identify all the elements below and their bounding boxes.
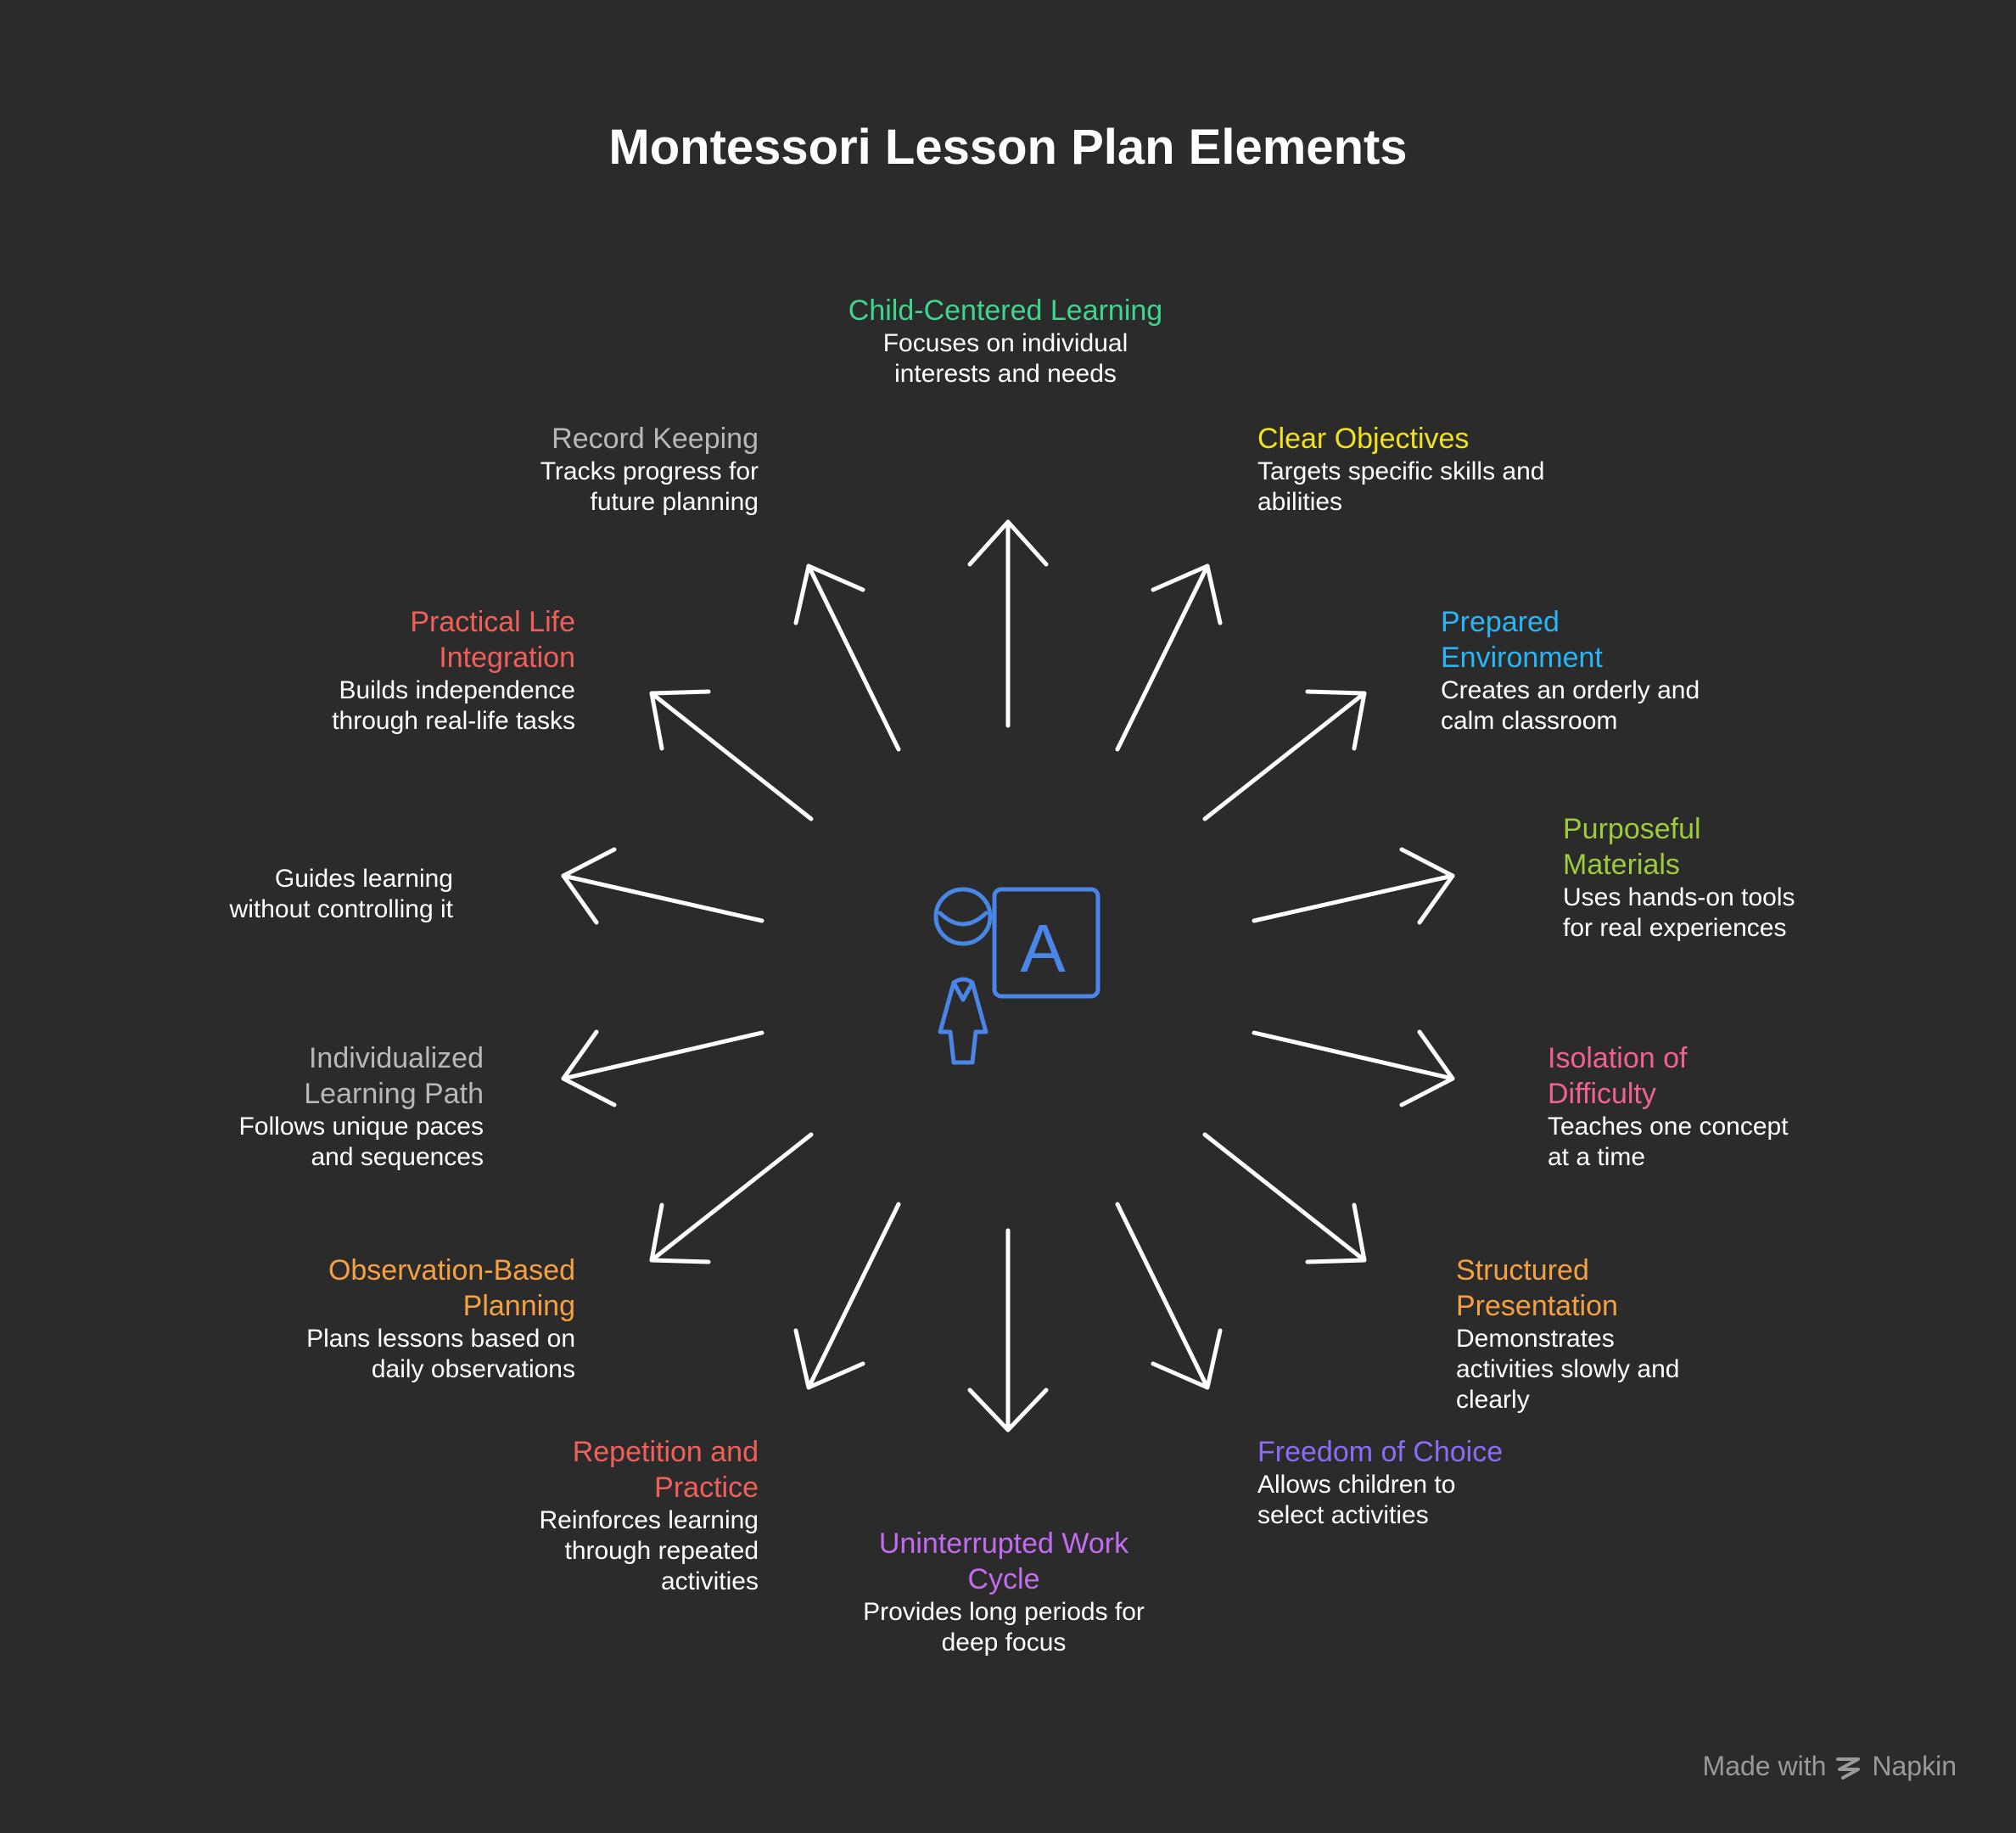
- element-description: Creates an orderly and calm classroom: [1441, 676, 1700, 735]
- label-freedom-of-choice: Freedom of Choice Allows children to sel…: [1257, 1434, 1529, 1531]
- element-description: Plans lessons based on daily observation…: [306, 1325, 575, 1383]
- arrow-freedom-of-choice: [1115, 1202, 1223, 1390]
- arrow-guides-learning: [561, 847, 764, 925]
- element-description: Teaches one concept at a time: [1548, 1113, 1789, 1171]
- element-description: Follows unique paces and sequences: [238, 1113, 484, 1171]
- watermark-prefix: Made with: [1702, 1751, 1827, 1781]
- element-title: Structured Presentation: [1456, 1254, 1618, 1322]
- element-description: Reinforces learning through repeated act…: [539, 1506, 759, 1595]
- element-title: Child-Centered Learning: [848, 294, 1163, 327]
- label-structured-presentation: Structured Presentation Demonstrates act…: [1456, 1253, 1711, 1415]
- collar-icon: [951, 980, 975, 1002]
- board-icon: [992, 887, 1100, 999]
- arrow-repetition-and-practice: [793, 1202, 901, 1390]
- napkin-logo-icon: [1836, 1757, 1861, 1780]
- element-title: Repetition and Practice: [572, 1436, 759, 1504]
- element-description: Targets specific skills and abilities: [1257, 457, 1545, 516]
- element-title: Freedom of Choice: [1257, 1436, 1504, 1468]
- element-description: Builds independence through real-life ta…: [332, 676, 575, 735]
- element-title: Record Keeping: [552, 423, 759, 455]
- element-description: Focuses on individual interests and need…: [882, 329, 1128, 388]
- arrow-purposeful-materials: [1252, 847, 1455, 925]
- board-letter: A: [1020, 911, 1066, 986]
- label-child-centered-learning: Child-Centered Learning Focuses on indiv…: [844, 293, 1167, 390]
- label-record-keeping: Record Keeping Tracks progress for futur…: [504, 421, 759, 518]
- element-title: Clear Objectives: [1257, 423, 1470, 455]
- element-description: Uses hands-on tools for real experiences: [1563, 883, 1795, 942]
- arrow-individualized-learning-path: [561, 1029, 764, 1107]
- watermark-brand: Napkin: [1872, 1751, 1957, 1781]
- element-title: Individualized Learning Path: [304, 1042, 484, 1110]
- teacher-at-board-icon: A: [933, 887, 1100, 1065]
- element-description: Guides learning without controlling it: [229, 865, 453, 923]
- arrow-uninterrupted-work-cycle: [967, 1228, 1049, 1432]
- head-icon: [933, 887, 993, 946]
- label-purposeful-materials: Purposeful Materials Uses hands-on tools…: [1563, 811, 1817, 944]
- element-description: Tracks progress for future planning: [540, 457, 759, 516]
- hair-icon: [938, 911, 988, 927]
- body-icon: [938, 977, 988, 1065]
- label-prepared-environment: Prepared Environment Creates an orderly …: [1441, 604, 1704, 737]
- arrow-isolation-of-difficulty: [1252, 1029, 1455, 1107]
- element-description: Demonstrates activities slowly and clear…: [1456, 1325, 1680, 1414]
- element-title: Purposeful Materials: [1563, 813, 1701, 881]
- element-title: Observation-Based Planning: [328, 1254, 575, 1322]
- label-individualized-learning-path: Individualized Learning Path Follows uni…: [212, 1040, 484, 1173]
- element-title: Prepared Environment: [1441, 606, 1603, 674]
- element-title: Isolation of Difficulty: [1548, 1042, 1688, 1110]
- arrow-observation-based-planning: [649, 1132, 814, 1264]
- label-repetition-and-practice: Repetition and Practice Reinforces learn…: [504, 1434, 759, 1597]
- arrow-clear-objectives: [1115, 563, 1223, 752]
- arrow-prepared-environment: [1202, 689, 1367, 821]
- made-with-napkin-watermark[interactable]: Made with Napkin: [1703, 1751, 1957, 1782]
- arrow-practical-life-integration: [649, 689, 814, 821]
- label-isolation-of-difficulty: Isolation of Difficulty Teaches one conc…: [1548, 1040, 1811, 1173]
- label-practical-life-integration: Practical Life Integration Builds indepe…: [304, 604, 575, 737]
- element-title: Uninterrupted Work Cycle: [878, 1528, 1129, 1595]
- label-clear-objectives: Clear Objectives Targets specific skills…: [1257, 421, 1546, 518]
- label-uninterrupted-work-cycle: Uninterrupted Work Cycle Provides long p…: [851, 1526, 1156, 1658]
- label-guides-learning: Guides learning without controlling it: [190, 864, 453, 925]
- element-title: Practical Life Integration: [410, 606, 575, 674]
- element-description: Allows children to select activities: [1257, 1471, 1456, 1529]
- arrow-child-centered-learning: [967, 519, 1049, 728]
- arrow-structured-presentation: [1202, 1132, 1367, 1264]
- label-observation-based-planning: Observation-Based Planning Plans lessons…: [304, 1253, 575, 1385]
- arrow-record-keeping: [793, 563, 901, 752]
- diagram-title: Montessori Lesson Plan Elements: [608, 120, 1408, 175]
- element-description: Provides long periods for deep focus: [863, 1598, 1145, 1656]
